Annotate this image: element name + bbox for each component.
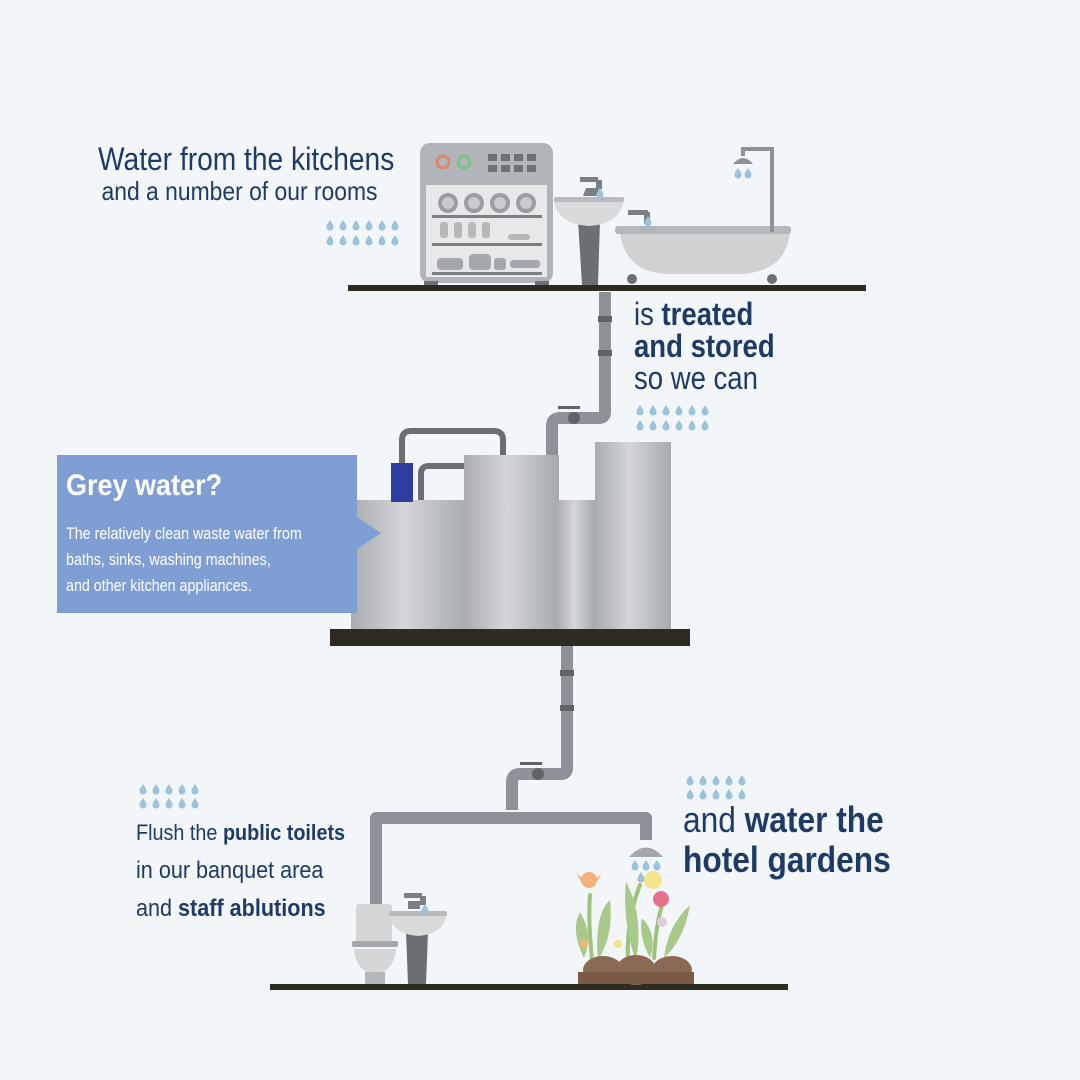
treated-bold-1: treated bbox=[661, 296, 754, 332]
water-drops-icon bbox=[686, 775, 746, 800]
treated-line-3: so we can bbox=[634, 360, 758, 396]
pipe-joints bbox=[560, 316, 612, 711]
sink-icon bbox=[389, 893, 447, 984]
water-drops-icon bbox=[636, 405, 709, 431]
water-drops-icon bbox=[326, 220, 399, 246]
bathtub-icon bbox=[615, 210, 791, 284]
pipe-distribution bbox=[370, 812, 652, 908]
water-the-label: water the bbox=[744, 799, 884, 840]
intro-line-1: Water from the kitchens bbox=[98, 141, 395, 177]
top-shelf bbox=[348, 285, 866, 291]
staff-ablutions-label: staff ablutions bbox=[178, 895, 326, 922]
intro-line-2: and a number of our rooms bbox=[101, 176, 378, 206]
middle-shelf bbox=[330, 629, 690, 646]
valve-icon bbox=[520, 762, 544, 780]
public-toilets-label: public toilets bbox=[222, 820, 346, 845]
treated-bold-2: and stored bbox=[634, 328, 775, 364]
pipe-tanks-to-bottom bbox=[506, 645, 573, 810]
flowers-icon bbox=[575, 871, 694, 985]
callout-title: Grey water? bbox=[66, 469, 223, 502]
pipe-top-to-tanks bbox=[546, 292, 611, 460]
grey-water-callout: Grey water? The relatively clean waste w… bbox=[57, 455, 381, 613]
sink-icon bbox=[554, 177, 624, 285]
gardens-text: and water the hotel gardens bbox=[683, 799, 891, 880]
dishwasher-icon bbox=[420, 143, 553, 285]
intro-text: Water from the kitchens and a number of … bbox=[98, 142, 394, 206]
treated-pre: is bbox=[634, 296, 662, 332]
callout-body: The relatively clean waste water from ba… bbox=[66, 524, 302, 595]
toilets-text: Flush the public toilets in our banquet … bbox=[136, 820, 346, 922]
valve-icon bbox=[558, 406, 580, 424]
water-drops-icon bbox=[139, 784, 199, 809]
toilet-icon bbox=[352, 904, 398, 984]
hotel-gardens-label: hotel gardens bbox=[683, 839, 891, 880]
bottom-shelf bbox=[270, 984, 788, 990]
shower-icon bbox=[733, 147, 774, 232]
treated-text: is treated and stored so we can bbox=[634, 298, 775, 394]
treatment-tank-icon bbox=[351, 428, 671, 630]
toilets-line-2: in our banquet area bbox=[136, 857, 324, 884]
sprinkler-icon bbox=[629, 847, 663, 883]
